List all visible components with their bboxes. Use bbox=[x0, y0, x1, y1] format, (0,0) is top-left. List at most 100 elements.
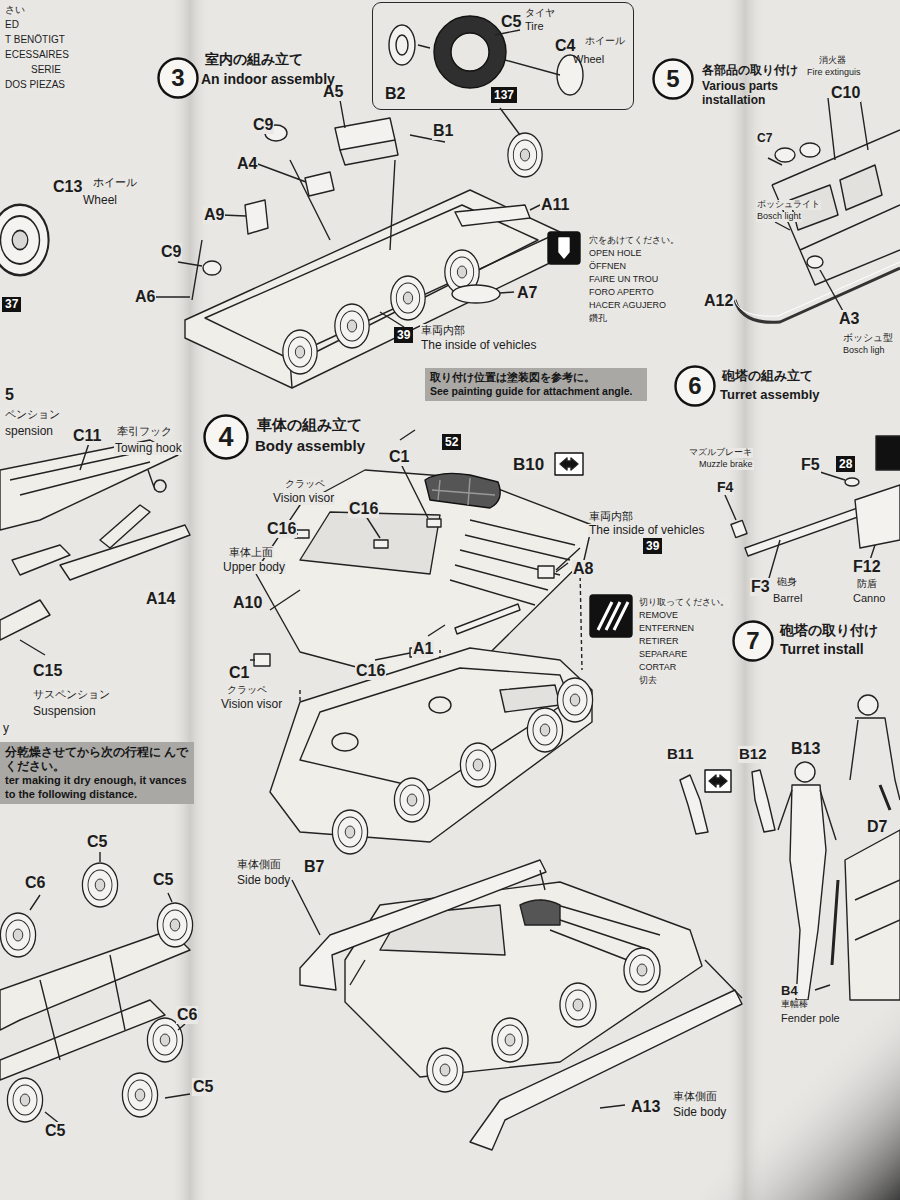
label-text: 車体上面 bbox=[228, 546, 274, 558]
label-text: ホイール bbox=[92, 176, 138, 188]
label-text: Suspension bbox=[32, 705, 97, 718]
reference-number: 52 bbox=[442, 434, 461, 450]
detail-inset: C5タイヤTireC4ホイールWheelB2137 bbox=[372, 2, 634, 110]
label-text: 砲身 bbox=[776, 576, 798, 587]
label-text: 車体側面 bbox=[236, 858, 282, 870]
part-number: C13 bbox=[52, 178, 83, 196]
note-text: See painting guide for attachment angle. bbox=[430, 385, 642, 398]
label-text: Vision visor bbox=[220, 698, 283, 711]
step-heading: 砲塔の組み立て bbox=[722, 369, 813, 384]
part-number: B7 bbox=[303, 858, 325, 876]
part-number: C4 bbox=[555, 37, 575, 55]
label-text: 切り取ってください。 bbox=[638, 598, 730, 608]
label-text: 消火器 bbox=[818, 56, 847, 66]
note-text: ter making it dry enough, it vances to t… bbox=[5, 774, 189, 802]
step-number-text: 5 bbox=[652, 58, 694, 100]
part-number: A7 bbox=[516, 284, 538, 302]
label-text: マズルブレーキ bbox=[688, 448, 753, 458]
label-text: Upper body bbox=[222, 561, 286, 574]
label-text: 穴をあけてください。 bbox=[588, 236, 680, 246]
part-number: C5 bbox=[44, 1122, 66, 1140]
part-number: C5 bbox=[501, 13, 521, 31]
label-text: ED bbox=[4, 19, 20, 30]
part-number: B13 bbox=[790, 740, 821, 758]
part-number: B11 bbox=[666, 746, 695, 763]
part-number: C7 bbox=[756, 132, 773, 145]
step-heading: 車体の組み立て bbox=[257, 416, 362, 433]
step-heading: 各部品の取り付け bbox=[702, 64, 798, 78]
part-number: C9 bbox=[160, 243, 182, 261]
note-text: 取り付け位置は塗装図を参考に。 bbox=[430, 371, 642, 385]
part-number: A11 bbox=[540, 196, 570, 214]
label-text: 車両内部 bbox=[420, 324, 466, 336]
step-number: 5各部品の取り付けVarious parts installation bbox=[652, 58, 694, 100]
label-text: 切去 bbox=[638, 676, 658, 686]
label-text: Vision visor bbox=[272, 492, 335, 505]
reference-number: 39 bbox=[643, 538, 662, 554]
label-text: 牽引フック bbox=[116, 425, 173, 437]
note-text: 分乾燥させてから次の行程に んでください。 bbox=[5, 745, 189, 774]
step-heading: An indoor assembly bbox=[201, 71, 335, 87]
part-number: A13 bbox=[630, 1098, 661, 1116]
label-text: Muzzle brake bbox=[698, 460, 754, 470]
part-number: A9 bbox=[203, 206, 225, 224]
part-number: C16 bbox=[355, 662, 386, 680]
label-text: OPEN HOLE bbox=[588, 249, 643, 259]
reference-number: 39 bbox=[394, 327, 413, 343]
label-text: SEPARARE bbox=[638, 650, 688, 660]
label-text: ÖFFNEN bbox=[588, 262, 627, 272]
label-text: クラッペ bbox=[226, 684, 268, 695]
label-text: ボッシュライト bbox=[756, 200, 821, 210]
part-number: A10 bbox=[232, 594, 263, 612]
part-number: C5 bbox=[152, 871, 174, 889]
part-number: B10 bbox=[512, 456, 545, 475]
step-number-text: 4 bbox=[203, 414, 249, 460]
label-text: RETIRER bbox=[638, 637, 680, 647]
part-number: A1 bbox=[412, 640, 434, 658]
label-text: Side body bbox=[672, 1106, 727, 1119]
part-number: C11 bbox=[72, 427, 102, 445]
reference-text: 52 bbox=[445, 435, 458, 449]
step-number: 7砲塔の取り付けTurret install bbox=[732, 620, 774, 662]
part-number: B2 bbox=[385, 85, 405, 103]
label-text: タイヤ bbox=[525, 7, 555, 19]
label-text: DOS PIEZAS bbox=[4, 79, 66, 90]
part-number: C15 bbox=[32, 662, 63, 680]
note-box: 取り付け位置は塗装図を参考に。See painting guide for at… bbox=[425, 368, 647, 401]
part-number: A14 bbox=[145, 590, 176, 608]
label-text: Wheel bbox=[82, 194, 118, 207]
reference-number: 137 bbox=[491, 87, 517, 103]
part-number: B12 bbox=[738, 746, 768, 763]
part-number: C16 bbox=[266, 520, 297, 538]
part-number: C1 bbox=[228, 664, 250, 682]
label-text: ENTFERNEN bbox=[638, 624, 695, 634]
part-number: A3 bbox=[838, 310, 860, 328]
step-heading: Turret assembly bbox=[720, 388, 819, 403]
part-number: F5 bbox=[800, 456, 821, 474]
label-text: T BENÖTIGT bbox=[4, 34, 66, 45]
label-text: 車体側面 bbox=[672, 1090, 718, 1102]
label-text: Towing hook bbox=[114, 442, 183, 455]
label-text: 車幅棒 bbox=[780, 1000, 809, 1010]
part-number: A12 bbox=[703, 292, 734, 310]
label-text: Canno bbox=[852, 592, 886, 604]
part-number: F3 bbox=[750, 578, 771, 596]
label-text: y bbox=[2, 722, 10, 735]
label-text: Fender pole bbox=[780, 1012, 841, 1024]
part-number: C16 bbox=[348, 500, 379, 518]
label-text: Bosch ligh bbox=[842, 346, 886, 356]
label-text: さい bbox=[4, 4, 26, 15]
label-text: HACER AGUJERO bbox=[588, 301, 667, 311]
label-text: サスペンション bbox=[32, 688, 111, 700]
part-number: B1 bbox=[432, 122, 454, 140]
step-heading: Various parts installation bbox=[702, 80, 812, 108]
part-number: F4 bbox=[716, 480, 734, 495]
label-text: spension bbox=[4, 425, 54, 438]
step-number: 3室内の組み立てAn indoor assembly bbox=[157, 57, 199, 99]
label-text: FORO APERTO bbox=[588, 288, 655, 298]
part-number: 5 bbox=[4, 386, 15, 404]
note-box: 分乾燥させてから次の行程に んでください。ter making it dry e… bbox=[0, 742, 194, 804]
part-number: F12 bbox=[852, 558, 882, 576]
label-text: ボッシュ型 bbox=[842, 332, 894, 343]
